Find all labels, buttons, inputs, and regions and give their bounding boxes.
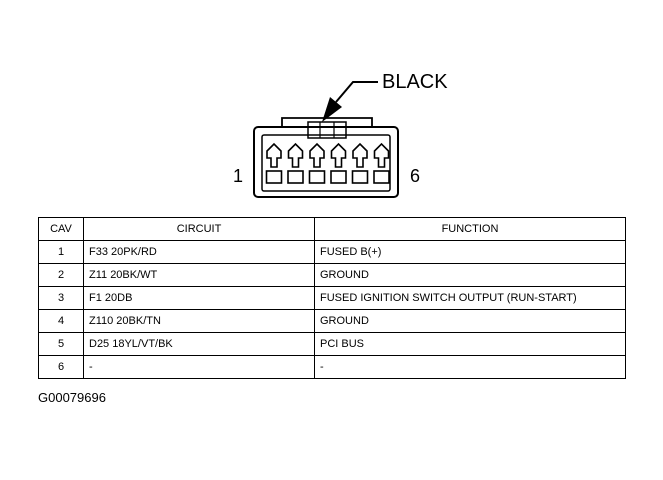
cavity-slot <box>287 170 304 184</box>
cavity-1 <box>265 142 283 184</box>
figure-id-label: G00079696 <box>38 390 106 405</box>
table-row: 1 F33 20PK/RD FUSED B(+) <box>38 240 626 264</box>
cav-cell: 5 <box>38 332 84 356</box>
table-row: 4 Z110 20BK/TN GROUND <box>38 309 626 333</box>
header-cav: CAV <box>38 217 84 241</box>
connector-cavities <box>265 142 390 184</box>
function-cell: - <box>314 355 626 379</box>
header-circuit: CIRCUIT <box>83 217 315 241</box>
terminal-arrow-icon <box>287 142 304 168</box>
table-row: 3 F1 20DB FUSED IGNITION SWITCH OUTPUT (… <box>38 286 626 310</box>
circuit-cell: Z11 20BK/WT <box>83 263 315 287</box>
connector-color-label: BLACK <box>382 71 448 93</box>
cavity-slot <box>265 170 283 184</box>
function-cell: FUSED B(+) <box>314 240 626 264</box>
black-leader-line <box>335 81 378 103</box>
table-row: 5 D25 18YL/VT/BK PCI BUS <box>38 332 626 356</box>
table-row: 6 - - <box>38 355 626 379</box>
function-cell: FUSED IGNITION SWITCH OUTPUT (RUN-START) <box>314 286 626 310</box>
circuit-cell: - <box>83 355 315 379</box>
cav-cell: 6 <box>38 355 84 379</box>
cavity-slot <box>308 170 326 184</box>
circuit-cell: Z110 20BK/TN <box>83 309 315 333</box>
table-header-row: CAV CIRCUIT FUNCTION <box>38 217 626 241</box>
pinout-table: CAV CIRCUIT FUNCTION 1 F33 20PK/RD FUSED… <box>38 217 626 379</box>
function-cell: GROUND <box>314 309 626 333</box>
terminal-arrow-icon <box>373 142 390 168</box>
cavity-6 <box>373 142 390 184</box>
black-leader-arrowhead <box>322 97 342 122</box>
pin-end-label: 6 <box>410 166 421 186</box>
cavity-2 <box>287 142 304 184</box>
circuit-cell: F33 20PK/RD <box>83 240 315 264</box>
cavity-slot <box>373 170 390 184</box>
function-cell: GROUND <box>314 263 626 287</box>
terminal-arrow-icon <box>309 142 325 168</box>
cavity-3 <box>308 142 326 184</box>
connector-body <box>253 117 399 198</box>
cav-cell: 4 <box>38 309 84 333</box>
cav-cell: 3 <box>38 286 84 310</box>
circuit-cell: F1 20DB <box>83 286 315 310</box>
cavity-4 <box>330 142 347 184</box>
table-row: 2 Z11 20BK/WT GROUND <box>38 263 626 287</box>
header-function: FUNCTION <box>314 217 626 241</box>
terminal-arrow-icon <box>266 142 282 168</box>
cav-cell: 1 <box>38 240 84 264</box>
pin-start-label: 1 <box>233 166 244 186</box>
terminal-arrow-icon <box>330 142 347 168</box>
circuit-cell: D25 18YL/VT/BK <box>83 332 315 356</box>
terminal-arrow-icon <box>352 142 368 168</box>
function-cell: PCI BUS <box>314 332 626 356</box>
cav-cell: 2 <box>38 263 84 287</box>
cavity-slot <box>330 170 347 184</box>
connector-diagram <box>253 81 399 198</box>
cavity-slot <box>351 170 369 184</box>
cavity-5 <box>351 142 369 184</box>
